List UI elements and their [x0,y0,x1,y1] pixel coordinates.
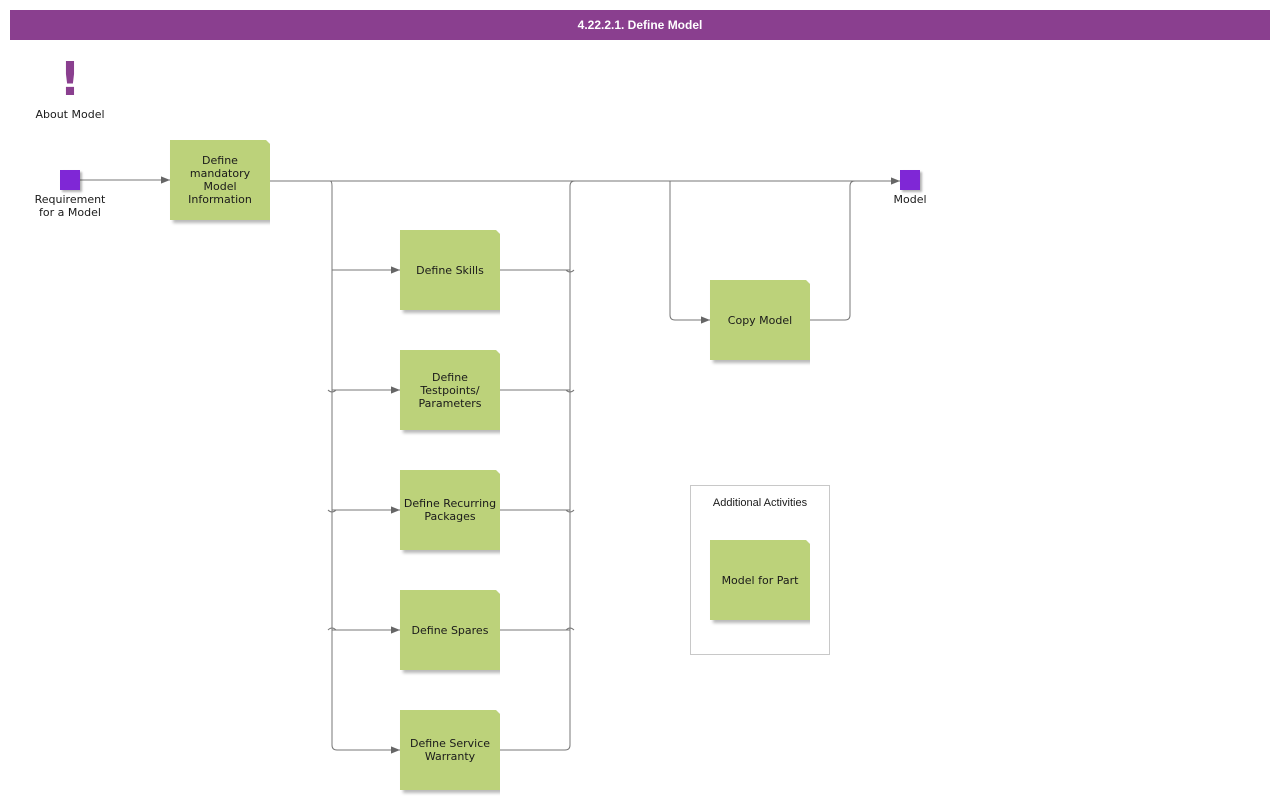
about-model-icon[interactable]: ! [59,52,81,106]
task-define-testpoints-parameters[interactable]: Define Testpoints/ Parameters [400,350,500,430]
task-label: Define Skills [416,263,484,277]
end-event-label: Model [893,193,927,206]
task-define-service-warranty[interactable]: Define Service Warranty [400,710,500,790]
task-define-skills[interactable]: Define Skills [400,230,500,310]
edge-branch-to-copy [669,181,710,324]
task-model-for-part[interactable]: Model for Part [710,540,810,620]
about-model-label: About Model [35,108,105,121]
task-label: Copy Model [727,313,793,327]
edge-copy-to-main [810,180,856,321]
diagram-title: 4.22.2.1. Define Model [10,10,1270,40]
task-label: Define Service Warranty [409,737,491,763]
task-label: Define Spares [411,623,489,637]
additional-activities-title: Additional Activities [712,497,808,509]
task-label: Define Testpoints/ Parameters [418,370,482,410]
fork-rail-left [329,180,400,754]
task-label: Define mandatory Model Information [188,154,252,206]
end-event[interactable] [900,170,920,190]
task-define-recurring-packages[interactable]: Define Recurring Packages [400,470,500,550]
task-label: Define Recurring Packages [403,497,497,523]
start-event[interactable] [60,170,80,190]
start-event-label: Requirement for a Model [34,193,106,219]
task-label: Model for Part [721,573,799,587]
join-rail-right [500,180,576,751]
task-define-spares[interactable]: Define Spares [400,590,500,670]
task-copy-model[interactable]: Copy Model [710,280,810,360]
task-define-mandatory-model-information[interactable]: Define mandatory Model Information [170,140,270,220]
